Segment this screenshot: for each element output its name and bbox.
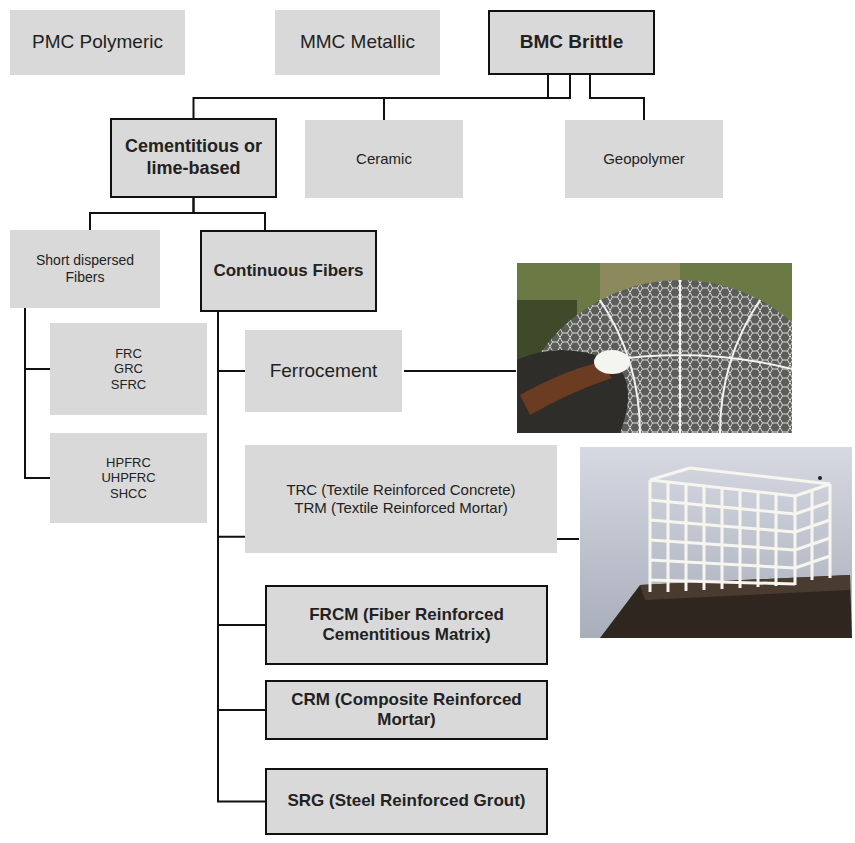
tree-connector [218, 312, 245, 537]
leader-line [404, 370, 516, 372]
node-label: SRG (Steel Reinforced Grout) [287, 791, 525, 811]
node-label: TRM (Textile Reinforced Mortar) [294, 499, 507, 517]
matrix-box: Ceramic [305, 120, 463, 198]
system-box: SRG (Steel Reinforced Grout) [265, 768, 548, 835]
node-label: Ceramic [356, 150, 412, 168]
ferrocement-photo [517, 263, 792, 433]
node-label: Short dispersed Fibers [18, 252, 152, 286]
system-box: FRCM (Fiber Reinforced Cementitious Matr… [265, 585, 548, 665]
node-label: FRCM (Fiber Reinforced Cementitious Matr… [275, 605, 538, 646]
matrix-box: Cementitious or lime-based [110, 118, 277, 198]
tree-connector [194, 198, 266, 230]
node-label: PMC Polymeric [32, 31, 163, 54]
textile-cage-photo [580, 447, 852, 638]
material-box: HPFRC UHPFRC SHCC [50, 433, 207, 523]
tree-connector [25, 308, 50, 478]
class-box: BMC Brittle [488, 10, 655, 75]
tree-connector [218, 312, 245, 371]
node-label: HPFRC UHPFRC SHCC [101, 455, 155, 502]
material-box: FRC GRC SFRC [50, 323, 207, 415]
node-label: TRC (Textile Reinforced Concrete) [286, 481, 515, 499]
system-box: Ferrocement [245, 330, 402, 412]
tree-connector [384, 75, 570, 120]
node-label: BMC Brittle [520, 31, 623, 54]
tree-connector [25, 308, 50, 369]
tree-connector [590, 75, 644, 120]
node-label: FRC GRC SFRC [111, 346, 146, 393]
node-label: Cementitious or lime-based [120, 136, 267, 179]
node-label: Geopolymer [603, 150, 685, 168]
system-box: CRM (Composite Reinforced Mortar) [265, 680, 548, 740]
fiber-box: Continuous Fibers [200, 230, 377, 312]
matrix-box: Geopolymer [565, 120, 723, 198]
class-box: PMC Polymeric [10, 10, 185, 75]
fiber-box: Short dispersed Fibers [10, 230, 160, 308]
node-label: Ferrocement [270, 360, 378, 383]
node-label: MMC Metallic [300, 31, 415, 54]
node-label: Continuous Fibers [213, 261, 363, 281]
leader-line [557, 538, 579, 540]
tree-connector [194, 75, 549, 118]
tree-connector [90, 198, 194, 230]
node-label: CRM (Composite Reinforced Mortar) [275, 690, 538, 731]
system-box: TRC (Textile Reinforced Concrete)TRM (Te… [245, 445, 557, 553]
class-box: MMC Metallic [275, 10, 440, 75]
